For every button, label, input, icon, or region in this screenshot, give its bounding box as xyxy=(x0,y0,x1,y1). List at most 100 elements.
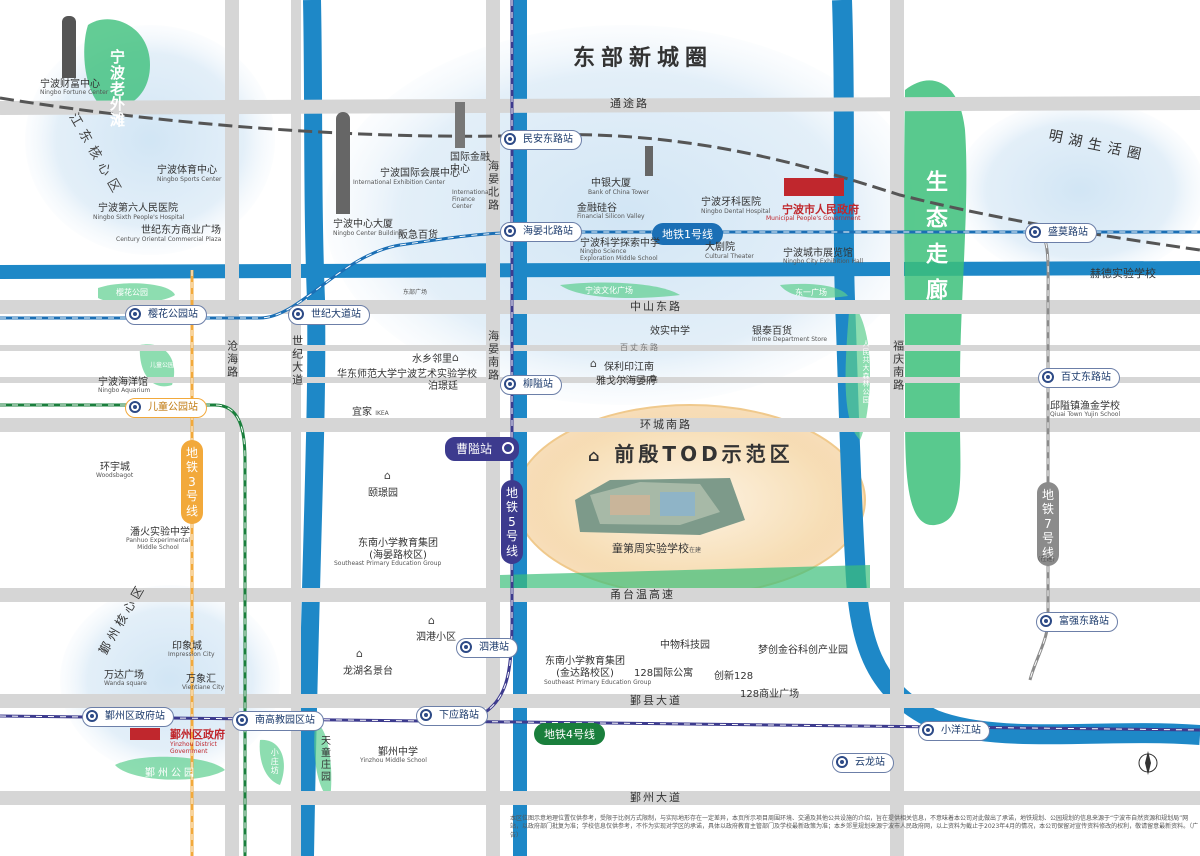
station-yunlong[interactable]: 云龙站 xyxy=(832,753,894,773)
century-oriental-en: Century Oriental Commercial Plaza xyxy=(116,236,222,243)
label-longteng: 小庄坊 xyxy=(270,748,280,775)
science-middle-label: 宁波科学探索中学 xyxy=(580,238,660,249)
metro-line-7-note: (在建) xyxy=(1038,556,1055,563)
river-east-west xyxy=(0,261,1200,279)
panhuo-en: Panhuo Experimental Middle School xyxy=(125,537,191,551)
road-shiji: 世纪大道 xyxy=(290,335,304,387)
green-tiantong xyxy=(259,739,284,785)
yinzhou-middle-en: Yinzhou Middle School xyxy=(360,757,427,764)
southeast-primary2-en: Southeast Primary Education Group xyxy=(544,679,652,686)
road-xingning-east: 兴宁东路 xyxy=(620,375,660,384)
commerce128-label: 128商业广场 xyxy=(740,689,800,700)
finance-center-icon xyxy=(455,102,465,148)
station-erbao-park[interactable]: 儿童公园站 xyxy=(125,398,207,418)
boc-tower-icon xyxy=(645,146,653,176)
wanda-en: Wanda square xyxy=(104,680,147,687)
green-wenhua xyxy=(560,282,680,298)
east-square-label: 东一广场 xyxy=(795,288,827,297)
station-shiji-avenue[interactable]: 世纪大道站 xyxy=(288,305,370,325)
station-xiaoyangjiang[interactable]: 小洋江站 xyxy=(918,721,990,741)
grand-theater-label: 大剧院 xyxy=(705,242,735,253)
station-xiaying[interactable]: 下应路站 xyxy=(416,706,488,726)
qiumei-school-en: Qiuai Town Yujin School xyxy=(1050,411,1121,418)
station-minan-east[interactable]: 民安东路站 xyxy=(500,130,582,150)
home-icon: ⌂ xyxy=(356,647,363,660)
grand-theater-en: Cultural Theater xyxy=(705,253,754,260)
station-sigang[interactable]: 泗港站 xyxy=(456,638,518,658)
century-oriental-label: 世纪东方商业广场 xyxy=(141,225,221,236)
panhuo-label: 潘火实验中学 xyxy=(130,527,190,538)
wanxianghui-en: Vientiane City xyxy=(182,684,224,691)
tod-home-icon xyxy=(575,445,589,457)
river-north-south xyxy=(832,0,1200,745)
station-icon xyxy=(1040,615,1052,627)
mengchuang-label: 梦创金谷科创产业园 xyxy=(758,645,848,656)
station-caoxiang[interactable]: 曹隘站 xyxy=(445,437,520,461)
station-icon xyxy=(504,378,516,390)
station-icon xyxy=(129,401,141,413)
longhu-label: 龙湖名景台 xyxy=(343,666,393,677)
metro-line-3-badge: 地铁3号线 xyxy=(181,440,203,524)
green-yinzhou-right xyxy=(314,724,332,800)
road-yinxian: 鄞县大道 xyxy=(630,694,682,707)
erbao-park-label: 儿童公园 xyxy=(150,362,175,369)
station-icon xyxy=(504,225,516,237)
qiumei-school-label: 邱隘镇渔金学校 xyxy=(1050,401,1120,412)
yageer-label: 雅戈尔海晏府 xyxy=(596,376,656,387)
green-yinghua xyxy=(98,283,175,303)
road-tiantong: 天童庄园 xyxy=(318,735,330,783)
green-belt-east xyxy=(845,300,870,440)
station-icon xyxy=(420,709,432,721)
yinzhou-gov-icon xyxy=(130,728,160,740)
intl-exhibition-en: International Exhibition Center xyxy=(353,179,446,186)
minghu-zone xyxy=(955,100,1200,280)
metro-line-4-badge: 地铁4号线 xyxy=(534,723,605,745)
culture-square-label: 宁波文化广场 xyxy=(585,286,633,295)
green-old-bund xyxy=(84,19,150,109)
home-icon: ⌂ xyxy=(588,446,604,465)
southeast-primary-label: 东南小学教育集团(海晏路校区) xyxy=(358,538,438,561)
jiangdong-zone xyxy=(25,25,275,255)
baoli-label: 保利印江南 xyxy=(604,362,654,373)
station-liuzhuang[interactable]: 柳隘站 xyxy=(500,375,562,395)
tod-aerial-image xyxy=(575,478,745,535)
ecology-corridor-title: 生态走廊 xyxy=(922,170,947,314)
fortune-center-en: Ningbo Fortune Center xyxy=(40,89,109,96)
station-baizhang-east[interactable]: 百丈东路站 xyxy=(1038,368,1120,388)
municipal-gov-label: 宁波市人民政府 xyxy=(782,203,859,216)
guanglanyuan-label: 颐璟园 xyxy=(368,488,398,499)
station-yinghua-park[interactable]: 樱花公园站 xyxy=(125,305,207,325)
metro-line-1-badge: 地铁1号线 xyxy=(652,223,723,245)
yinzhou-middle-label: 鄞州中学 xyxy=(378,747,418,758)
tongdi-school-label: 童第周实验学校在建 xyxy=(612,542,702,555)
boc-tower-en: Bank of China Tower xyxy=(588,189,650,196)
station-icon xyxy=(1029,226,1041,238)
sports-center-en: Ningbo Sports Center xyxy=(157,176,222,183)
int128-label: 128国际公寓 xyxy=(634,668,694,679)
center-building-label: 宁波中心大厦 xyxy=(333,219,393,230)
intl-finance-en: International Finance Center xyxy=(452,189,491,210)
science-middle-en: Ningbo Science Exploration Middle School xyxy=(580,248,658,262)
chuangxin128-label: 创新128 xyxy=(714,671,754,682)
station-yinzhou-gov[interactable]: 鄞州区政府站 xyxy=(82,707,174,727)
disclaimer-text: 本区位图示意地理位置仅供参考，受限于比例方式限制，与实际地形存在一定差异，本页所… xyxy=(510,815,1199,839)
intime-label: 银泰百货 xyxy=(752,326,792,337)
zhongwu-label: 中物科技园 xyxy=(660,640,710,651)
dental-hospital-label: 宁波牙科医院 xyxy=(701,197,761,208)
station-icon xyxy=(836,756,848,768)
center-building-en: Ningbo Center Building xyxy=(333,230,403,237)
station-fuqiang-east[interactable]: 富强东路站 xyxy=(1036,612,1118,632)
station-haiyan-north[interactable]: 海晏北路站 xyxy=(500,222,582,242)
sixth-hospital-label: 宁波第六人民医院 xyxy=(98,203,178,214)
aquarium-en: Ningbo Aquarium xyxy=(98,387,151,394)
metro-line-5-badge: 地铁5号线 xyxy=(501,480,523,564)
qiangang-label: 泗港小区 xyxy=(416,632,456,643)
east-new-town-title: 东部新城圈 xyxy=(573,46,714,71)
intl-finance-label: 国际金融中心 xyxy=(450,152,490,175)
road-baizhang-east: 百丈东路 xyxy=(620,343,660,352)
station-nangao-edu[interactable]: 南高教园区站 xyxy=(232,711,324,731)
boyun-ting-label: 泊璟廷 xyxy=(428,381,458,392)
dental-hospital-en: Ningbo Dental Hospital xyxy=(701,208,771,215)
station-shengmo[interactable]: 盛莫路站 xyxy=(1025,223,1097,243)
